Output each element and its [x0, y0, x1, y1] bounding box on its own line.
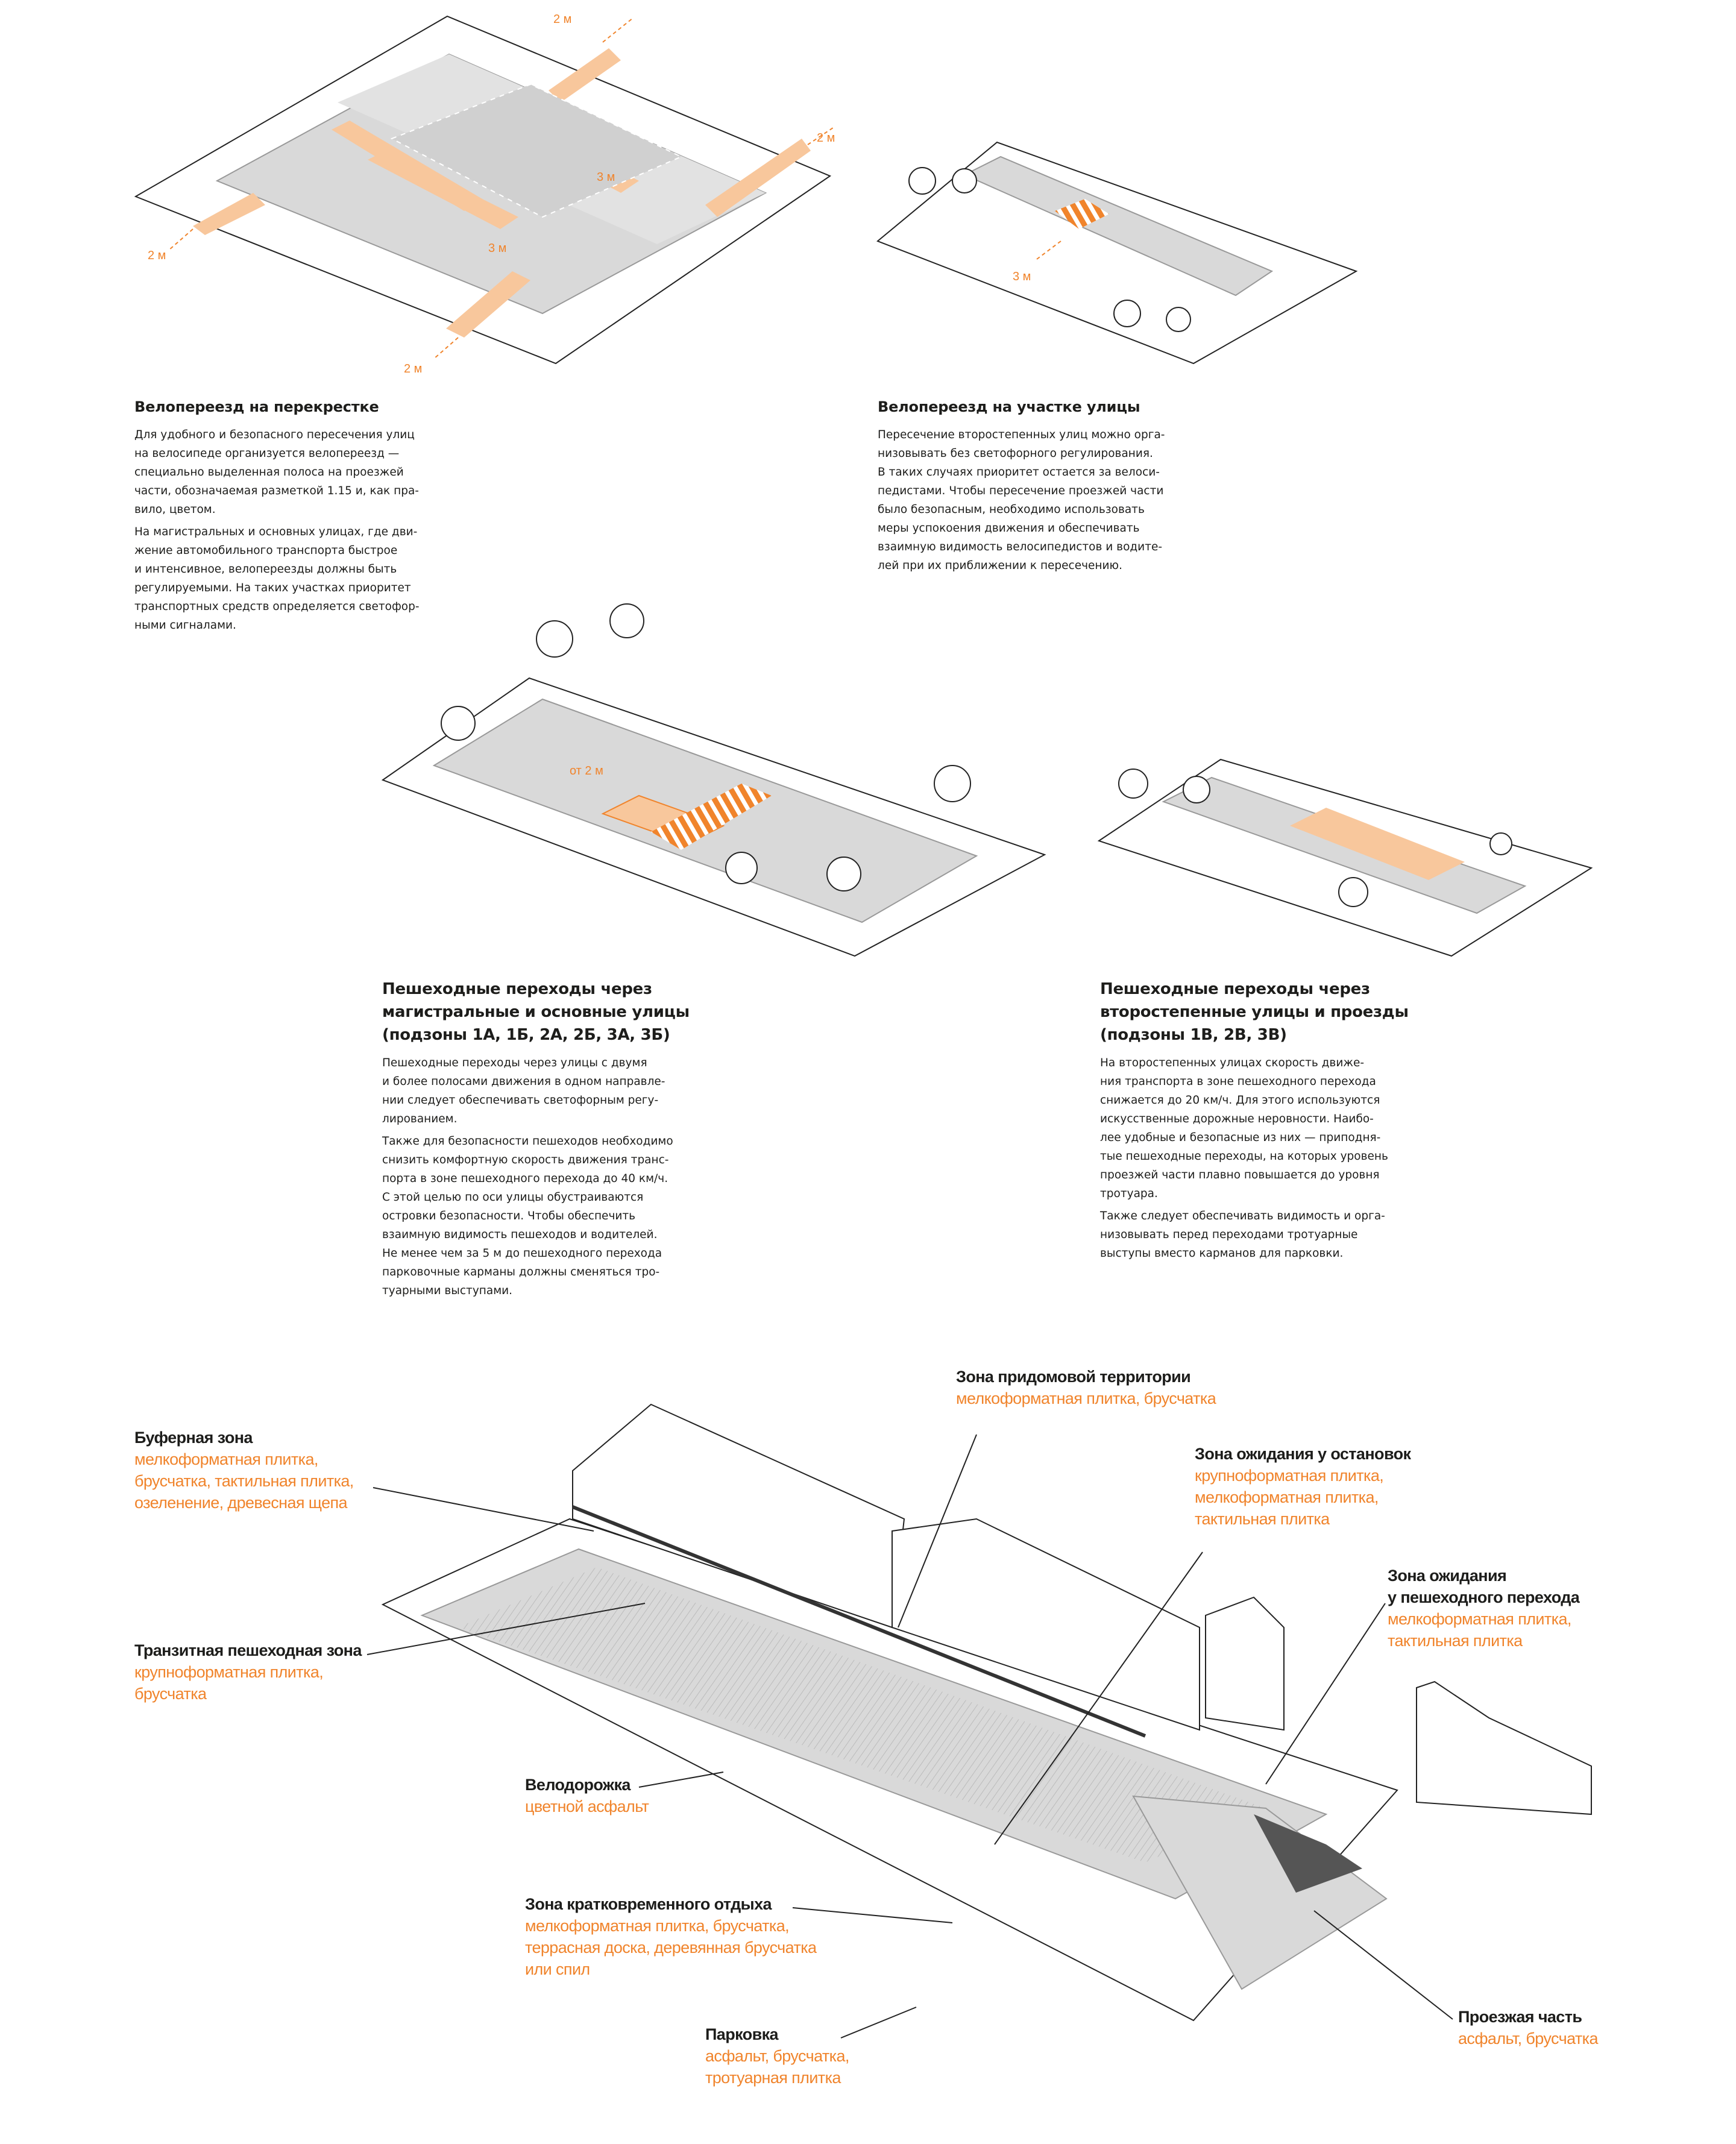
zone-name: Транзитная пешеходная зона: [134, 1641, 362, 1659]
zone-materials: асфальт, брусчатка, тротуарная плитка: [705, 2047, 849, 2087]
zone-label-yard: Зона придомовой территории мелкоформатна…: [956, 1366, 1216, 1409]
dim-label: от 2 м: [570, 764, 603, 778]
zone-label-rest: Зона кратковременного отдыха мелкоформат…: [525, 1893, 817, 1980]
section-title-line: Пешеходные переходы через: [1100, 980, 1370, 998]
dim-label: 3 м: [597, 171, 615, 184]
section-paragraph: Также следует обеспечивать видимость и о…: [1100, 1210, 1385, 1260]
zone-label-stop-waiting: Зона ожидания у остановок крупноформатна…: [1195, 1443, 1411, 1530]
zone-label-bike-lane: Велодорожка цветной асфальт: [525, 1774, 649, 1817]
zone-label-crossing-waiting: Зона ожидания у пешеходного перехода мел…: [1388, 1565, 1580, 1652]
zone-label-buffer: Буферная зона мелкоформатная плитка, бру…: [134, 1427, 354, 1514]
zone-name: Проезжая часть: [1458, 2008, 1582, 2026]
zone-label-roadway: Проезжая часть асфальт, брусчатка: [1458, 2006, 1598, 2049]
section-paragraph: Также для безопасности пешеходов необход…: [382, 1135, 673, 1297]
zone-label-transit: Транзитная пешеходная зона крупноформатн…: [134, 1639, 362, 1705]
section-intersection-bike-crossing: Велопереезд на перекрестке Для удобного …: [134, 395, 448, 638]
zone-materials: крупноформатная плитка, брусчатка: [134, 1663, 324, 1703]
section-title: Велопереезд на участке улицы: [878, 398, 1140, 415]
zone-materials: мелкоформатная плитка, брусчатка, тактил…: [134, 1450, 354, 1512]
section-title: Велопереезд на перекрестке: [134, 398, 379, 415]
dim-label: 2 м: [553, 13, 571, 26]
section-paragraph: На магистральных и основных улицах, где …: [134, 526, 420, 632]
section-title-line: (подзоны 1А, 1Б, 2А, 2Б, 3А, 3Б): [382, 1026, 670, 1044]
section-title-line: второстепенные улицы и проезды: [1100, 1003, 1409, 1021]
dim-label: 2 м: [817, 131, 835, 145]
zone-materials: мелкоформатная плитка, брусчатка, террас…: [525, 1917, 817, 1978]
zone-name: Зона ожидания у пешеходного перехода: [1388, 1567, 1580, 1606]
zone-name: Зона придомовой территории: [956, 1368, 1191, 1386]
zone-name: Парковка: [705, 2025, 779, 2043]
dim-label: 2 м: [404, 362, 422, 376]
section-midblock-bike-crossing: Велопереезд на участке улицы Пересечение…: [878, 395, 1191, 579]
zone-materials: мелкоформатная плитка, тактильная плитка: [1388, 1610, 1571, 1650]
zone-label-parking: Парковка асфальт, брусчатка, тротуарная …: [705, 2023, 849, 2089]
section-title-line: (подзоны 1В, 2В, 3В): [1100, 1026, 1287, 1044]
section-title-line: магистральные и основные улицы: [382, 1003, 690, 1021]
leader-lines: [366, 1434, 1453, 2039]
street-zones-diagram: [381, 1403, 1592, 2022]
dim-label: 3 м: [488, 242, 506, 255]
dim-label: 3 м: [1013, 270, 1031, 283]
zone-name: Велодорожка: [525, 1776, 631, 1794]
zone-name: Зона кратковременного отдыха: [525, 1895, 772, 1913]
section-paragraph: Пешеходные переходы через улицы с двумя …: [382, 1057, 665, 1125]
intersection-bike-crossing-diagram: 2 м 2 м 2 м 2 м 3 м 3 м: [134, 13, 835, 376]
section-secondary-street-crossings: Пешеходные переходы через второстепенные…: [1100, 978, 1438, 1266]
zone-materials: цветной асфальт: [525, 1797, 649, 1815]
zone-name: Буферная зона: [134, 1429, 253, 1447]
section-paragraph: Для удобного и безопасного пересечения у…: [134, 429, 419, 516]
section-paragraph: Пересечение второстепенных улиц можно ор…: [878, 429, 1165, 572]
section-title-line: Пешеходные переходы через: [382, 980, 652, 998]
zone-materials: крупноформатная плитка, мелкоформатная п…: [1195, 1467, 1384, 1528]
main-street-crossing-diagram: от 2 м: [381, 603, 1046, 957]
dim-label: 2 м: [148, 249, 166, 262]
midblock-bike-crossing-diagram: 3 м: [876, 141, 1358, 365]
zone-materials: мелкоформатная плитка, брусчатка: [956, 1389, 1216, 1407]
secondary-street-crossing-diagram: [1097, 758, 1593, 957]
zone-materials: асфальт, брусчатка: [1458, 2029, 1598, 2048]
section-paragraph: На второстепенных улицах скорость движе-…: [1100, 1057, 1388, 1200]
section-main-street-crossings: Пешеходные переходы через магистральные …: [382, 978, 720, 1304]
zone-name: Зона ожидания у остановок: [1195, 1445, 1411, 1463]
